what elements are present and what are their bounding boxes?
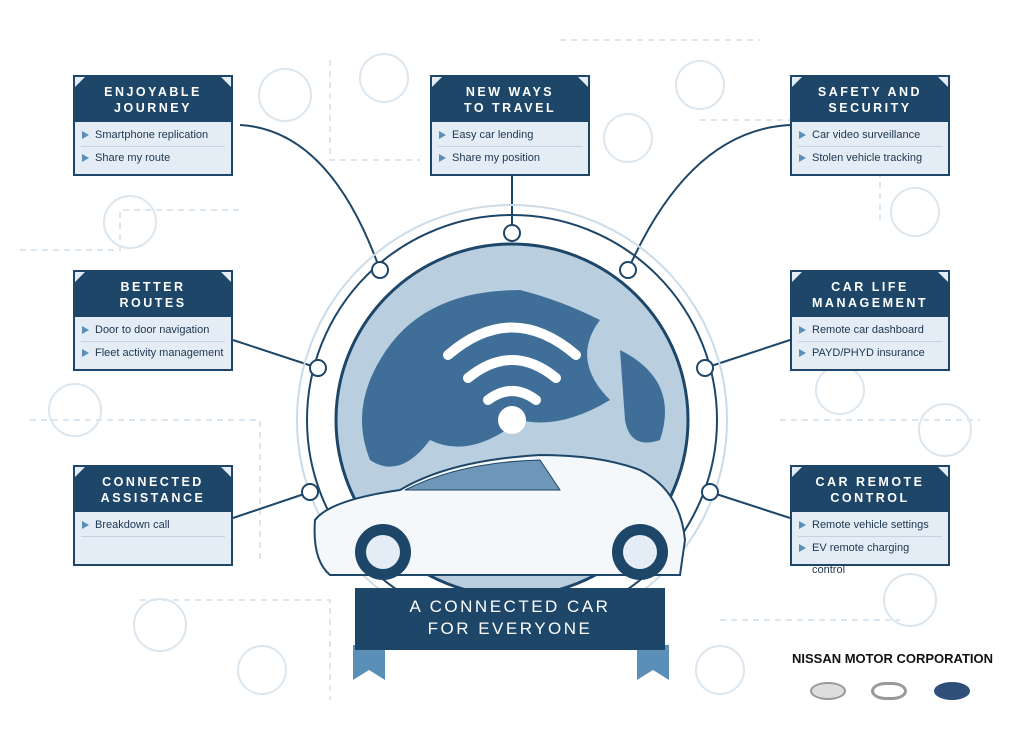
feature-item: Share my route — [81, 147, 225, 170]
infiniti-logo — [871, 682, 907, 700]
feature-item: Easy car lending — [438, 124, 582, 147]
connector-dots — [301, 224, 719, 501]
datsun-logo — [934, 682, 970, 700]
feature-item: EV remote charging control — [798, 537, 942, 576]
banner-ribbon-left — [353, 645, 385, 680]
wifi-icon — [443, 322, 581, 405]
wifi-dot — [498, 406, 526, 434]
feature-item: Door to door navigation — [81, 319, 225, 342]
feature-item: Stolen vehicle tracking — [798, 147, 942, 170]
background-icons — [48, 53, 972, 695]
feature-item: Fleet activity management — [81, 342, 225, 365]
feature-item: Remote vehicle settings — [798, 514, 942, 537]
car-illustration — [313, 453, 687, 580]
feature-item: Remote car dashboard — [798, 319, 942, 342]
feature-item: Car video surveillance — [798, 124, 942, 147]
banner-ribbon-right — [637, 645, 669, 680]
feature-item: PAYD/PHYD insurance — [798, 342, 942, 365]
feature-item: Breakdown call — [81, 514, 225, 537]
feature-item: Share my position — [438, 147, 582, 170]
connector-lines — [232, 124, 791, 519]
globe-continent — [620, 350, 665, 443]
corporation-name: NISSAN MOTOR CORPORATION — [792, 651, 994, 666]
feature-item: Smartphone replication — [81, 124, 225, 147]
nissan-logo — [810, 682, 846, 700]
